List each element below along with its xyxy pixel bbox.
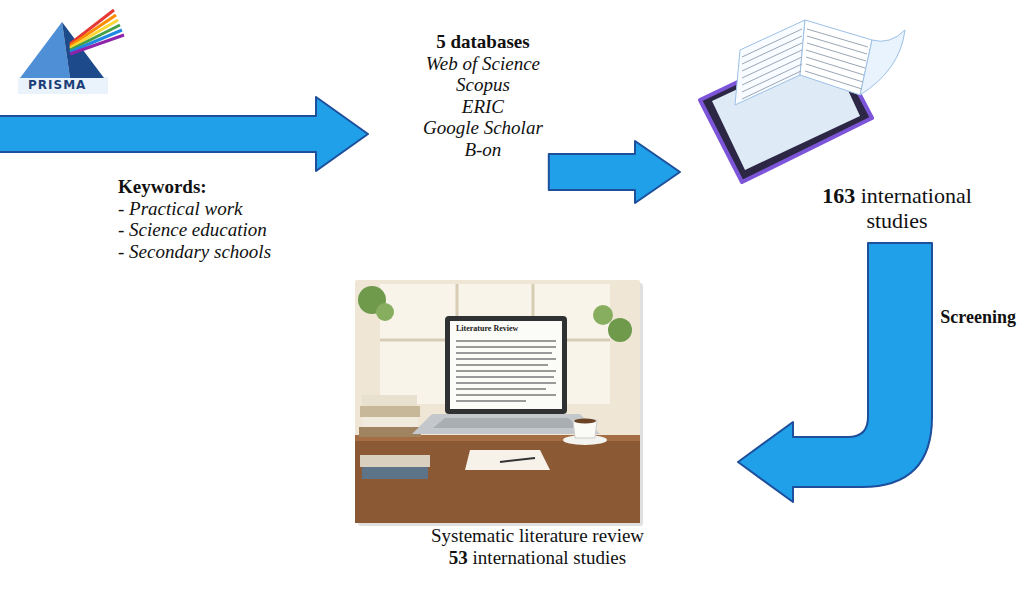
laptop-desk-photo-part <box>450 321 562 409</box>
laptop-desk-photo-part-part <box>456 382 556 384</box>
block-arrow <box>738 243 932 502</box>
tablet-book-illustration-part-part <box>805 71 862 89</box>
laptop-desk-photo-part <box>362 395 417 406</box>
tablet-book-illustration-part-part <box>742 36 802 64</box>
study-count-block: 163international studies <box>797 183 997 233</box>
laptop-desk-photo-part <box>355 435 640 523</box>
block-arrow <box>0 97 368 171</box>
prisma-logo-part <box>70 35 124 54</box>
tablet-book-illustration-part <box>735 20 805 105</box>
laptop-desk-photo-part <box>359 427 421 437</box>
laptop-desk-photo-part <box>376 303 394 321</box>
database-name: Google Scholar <box>423 117 543 139</box>
laptop-desk-photo-part-part <box>456 364 548 366</box>
laptop-desk-photo-part <box>593 305 613 325</box>
tablet-book-illustration-part-part <box>807 36 867 54</box>
prisma-logo-part <box>18 77 108 94</box>
laptop-desk-photo-part-part <box>456 352 552 354</box>
tablet-book-illustration-part <box>800 20 872 95</box>
review-count-number: 53 <box>449 547 468 568</box>
prisma-logo-part <box>70 30 122 52</box>
tablet-book-illustration-part-part <box>742 71 801 99</box>
studies-found-box: 163international studies <box>680 0 1020 233</box>
tablet-book-illustration-part-part <box>742 64 802 92</box>
prisma-keywords-group: PRISMA Keywords:- Practical work- Science… <box>0 0 270 262</box>
review-count-text: international studies <box>473 547 627 568</box>
tablet-book-illustration-part-part <box>807 29 868 47</box>
laptop-desk-photo-part <box>362 467 428 479</box>
laptop-desk-photo-part <box>445 316 567 414</box>
study-count-number: 163 <box>822 183 855 208</box>
laptop-desk-photo-part-part <box>456 388 546 390</box>
laptop-desk-photo-part <box>360 406 420 417</box>
review-title: Systematic literature review <box>345 525 730 547</box>
block-arrow <box>549 141 680 203</box>
laptop-desk-photo-part-part <box>456 400 526 402</box>
tablet-book-illustration-part-part <box>806 57 864 75</box>
laptop-desk-photo-part <box>355 280 640 523</box>
database-name: B-on <box>423 139 543 161</box>
tablet-book-illustration-part-part <box>806 50 865 68</box>
tablet-book-illustration-part-part <box>742 29 802 57</box>
review-count-line: 53international studies <box>345 547 730 569</box>
database-list: 5 databasesWeb of ScienceScopusERICGoogl… <box>423 31 543 160</box>
keyword-list: Keywords:- Practical work- Science educa… <box>118 176 271 262</box>
logo-wordmark: PRISMA <box>28 78 86 93</box>
laptop-desk-photo-part <box>465 450 550 470</box>
tablet-book-illustration-part <box>860 30 905 95</box>
tablet-book-illustration-part-part <box>807 43 866 61</box>
database-name: ERIC <box>423 96 543 118</box>
tablet-book-illustration-part-part <box>742 43 802 71</box>
laptop-desk-photo-part-part <box>456 358 556 360</box>
database-name: Scopus <box>423 74 543 96</box>
laptop-desk-photo-part-part <box>456 370 556 372</box>
laptop-desk-photo-part <box>608 318 632 342</box>
tablet-book-illustration-part-part <box>806 64 863 82</box>
laptop-desk-photo-part-part <box>456 346 556 348</box>
database-count: 5 databases <box>423 31 543 53</box>
laptop-desk-photo-part-part <box>456 376 554 378</box>
edge-label: Screening <box>940 306 1016 328</box>
prisma-logo <box>18 10 124 94</box>
laptop-desk-photo-part <box>433 418 580 428</box>
keyword-item: - Practical work <box>118 198 271 220</box>
review-result-box: Systematic literature review53internatio… <box>345 275 730 569</box>
laptop-desk-photo-part <box>500 458 535 462</box>
screen-heading: Literature Review <box>456 324 518 334</box>
tablet-book-illustration-part-part <box>742 50 802 78</box>
prisma-logo-part <box>20 22 70 78</box>
laptop-desk-photo-part-part <box>456 340 556 342</box>
laptop-desk-photo-part <box>412 414 600 434</box>
laptop-desk-photo-part <box>574 419 596 424</box>
keyword-item: - Secondary schools <box>118 241 271 263</box>
laptop-desk-photo <box>355 280 643 526</box>
keyword-heading: Keywords: <box>118 176 271 198</box>
tablet-book-illustration-part-part <box>742 57 802 85</box>
tablet-book-illustration-part <box>742 29 868 99</box>
laptop-desk-photo-part <box>363 417 418 427</box>
laptop-desk-photo-part-part <box>456 394 556 396</box>
prisma-logo-part <box>62 22 70 78</box>
laptop-desk-photo-part <box>456 340 556 402</box>
keyword-item: - Science education <box>118 219 271 241</box>
tablet-book-illustration <box>700 20 905 182</box>
laptop-desk-photo-part <box>360 455 430 467</box>
study-count-text: international studies <box>861 183 972 233</box>
database-name: Web of Science <box>423 53 543 75</box>
